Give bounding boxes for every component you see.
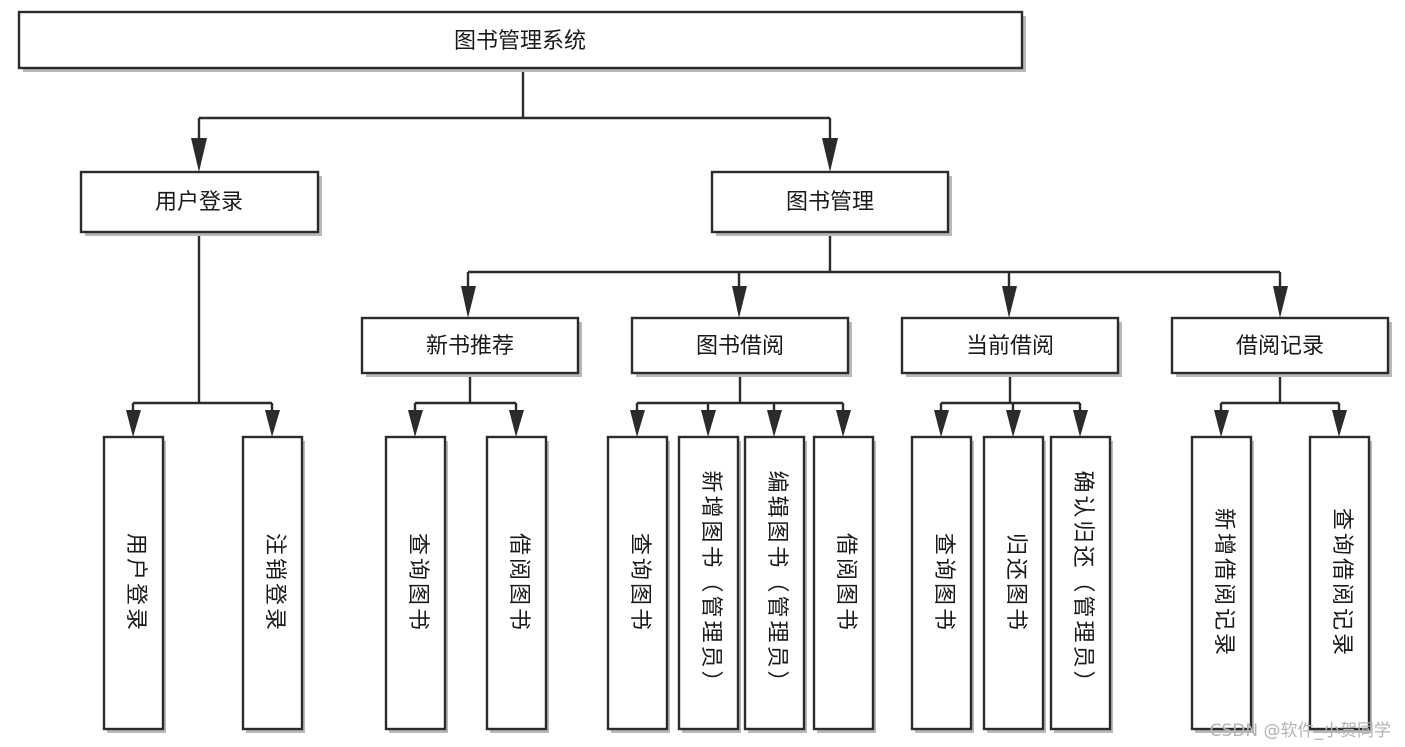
node-leaf-confirm-return-label: 确认归还（管理员）	[1071, 470, 1096, 695]
arrowhead-leaf-borrow-book-2	[836, 410, 851, 437]
node-leaf-query-book-1-box[interactable]	[384, 435, 447, 731]
node-borrow-record[interactable]: 借阅记录	[1170, 316, 1392, 377]
node-leaf-user-login-box[interactable]	[102, 435, 165, 731]
arrowhead-leaf-logout	[265, 410, 280, 437]
arrowhead-leaf-query-record	[1332, 410, 1347, 437]
node-leaf-query-record-box[interactable]	[1308, 435, 1371, 731]
connector-group-current-borrow-to-leaves	[934, 373, 1088, 437]
node-leaf-add-book-label: 新增图书（管理员）	[699, 470, 724, 695]
node-current-borrow-label: 当前借阅	[966, 333, 1054, 358]
node-leaf-edit-book-label: 编辑图书（管理员）	[765, 470, 790, 695]
connector-group-book-manage-to-level3	[461, 232, 1288, 318]
node-leaf-query-book-2-label: 查询图书	[628, 533, 653, 633]
connector-group-book-borrow-to-leaves	[630, 373, 851, 437]
node-leaf-edit-book[interactable]: 编辑图书（管理员）	[743, 435, 807, 733]
arrowhead-borrow-record	[1273, 286, 1288, 318]
connector-group-new-book-rec-to-leaves	[408, 373, 524, 437]
arrowhead-leaf-confirm-return	[1073, 410, 1088, 437]
node-leaf-borrow-book-2-box[interactable]	[812, 435, 875, 731]
node-book-borrow-label: 图书借阅	[696, 333, 784, 358]
connector-group-root-to-level2	[191, 68, 838, 172]
connector-group-user-login-to-leaves	[126, 232, 280, 437]
node-book-manage-box[interactable]	[710, 170, 950, 234]
arrowhead-leaf-return-book	[1006, 410, 1021, 437]
node-leaf-query-book-3-box[interactable]	[910, 435, 973, 731]
node-current-borrow-box[interactable]	[900, 316, 1120, 375]
node-leaf-borrow-book-2[interactable]: 借阅图书	[812, 435, 876, 733]
node-leaf-add-book[interactable]: 新增图书（管理员）	[677, 435, 741, 733]
node-leaf-query-book-1-label: 查询图书	[406, 533, 431, 633]
node-leaf-return-book[interactable]: 归还图书	[982, 435, 1046, 733]
node-leaf-edit-book-box[interactable]	[743, 435, 806, 731]
node-leaf-query-book-3-label: 查询图书	[932, 533, 957, 633]
node-leaf-logout-label: 注销登录	[263, 533, 288, 633]
node-book-manage[interactable]: 图书管理	[710, 170, 952, 236]
arrowhead-leaf-query-book-1	[408, 410, 423, 437]
node-user-login[interactable]: 用户登录	[79, 170, 322, 236]
node-leaf-add-record[interactable]: 新增借阅记录	[1190, 435, 1254, 733]
node-leaf-query-record-label: 查询借阅记录	[1330, 508, 1355, 658]
arrowhead-leaf-borrow-book-1	[509, 410, 524, 437]
node-leaf-query-book-1[interactable]: 查询图书	[384, 435, 448, 733]
arrowhead-leaf-user-login	[126, 410, 141, 437]
node-root[interactable]: 图书管理系统	[17, 10, 1026, 72]
arrowhead-leaf-add-book	[701, 410, 716, 437]
node-leaf-confirm-return-box[interactable]	[1049, 435, 1112, 731]
node-leaf-borrow-book-2-label: 借阅图书	[834, 533, 859, 633]
node-root-label: 图书管理系统	[454, 28, 586, 53]
arrowhead-leaf-edit-book	[767, 410, 782, 437]
node-borrow-record-label: 借阅记录	[1236, 333, 1324, 358]
node-leaf-logout[interactable]: 注销登录	[241, 435, 305, 733]
node-leaf-query-book-3[interactable]: 查询图书	[910, 435, 974, 733]
node-book-borrow-box[interactable]	[630, 316, 850, 375]
node-leaf-return-book-label: 归还图书	[1004, 533, 1029, 633]
node-book-manage-label: 图书管理	[786, 189, 874, 214]
arrowhead-user-login	[191, 138, 207, 172]
arrowhead-leaf-query-book-2	[630, 410, 645, 437]
arrowhead-leaf-add-record	[1214, 410, 1229, 437]
node-leaf-add-book-box[interactable]	[677, 435, 740, 731]
node-leaf-logout-box[interactable]	[241, 435, 304, 731]
arrowhead-leaf-query-book-3	[934, 410, 949, 437]
node-leaf-user-login[interactable]: 用户登录	[102, 435, 166, 733]
node-leaf-query-book-2[interactable]: 查询图书	[606, 435, 670, 733]
arrowhead-current-borrow	[1002, 286, 1017, 318]
node-leaf-borrow-book-1-box[interactable]	[485, 435, 548, 731]
node-leaf-confirm-return[interactable]: 确认归还（管理员）	[1049, 435, 1113, 733]
arrowhead-book-borrow	[732, 286, 747, 318]
node-new-book-rec-label: 新书推荐	[426, 333, 514, 358]
node-leaf-query-book-2-box[interactable]	[606, 435, 669, 731]
node-leaf-query-record[interactable]: 查询借阅记录	[1308, 435, 1372, 733]
arrowhead-new-book-rec	[461, 286, 476, 318]
node-borrow-record-box[interactable]	[1170, 316, 1390, 375]
node-leaf-borrow-book-1[interactable]: 借阅图书	[485, 435, 549, 733]
node-user-login-label: 用户登录	[155, 189, 243, 214]
node-leaf-borrow-book-1-label: 借阅图书	[507, 533, 532, 633]
node-leaf-add-record-box[interactable]	[1190, 435, 1253, 731]
arrowhead-book-manage	[822, 138, 838, 172]
node-leaf-user-login-label: 用户登录	[124, 533, 149, 633]
node-leaf-add-record-label: 新增借阅记录	[1212, 508, 1237, 658]
node-root-box[interactable]	[17, 10, 1024, 70]
connector-group-borrow-record-to-leaves	[1214, 373, 1347, 437]
node-new-book-rec[interactable]: 新书推荐	[360, 316, 582, 377]
node-user-login-box[interactable]	[79, 170, 320, 234]
node-book-borrow[interactable]: 图书借阅	[630, 316, 852, 377]
node-leaf-return-book-box[interactable]	[982, 435, 1045, 731]
node-current-borrow[interactable]: 当前借阅	[900, 316, 1122, 377]
node-new-book-rec-box[interactable]	[360, 316, 580, 375]
